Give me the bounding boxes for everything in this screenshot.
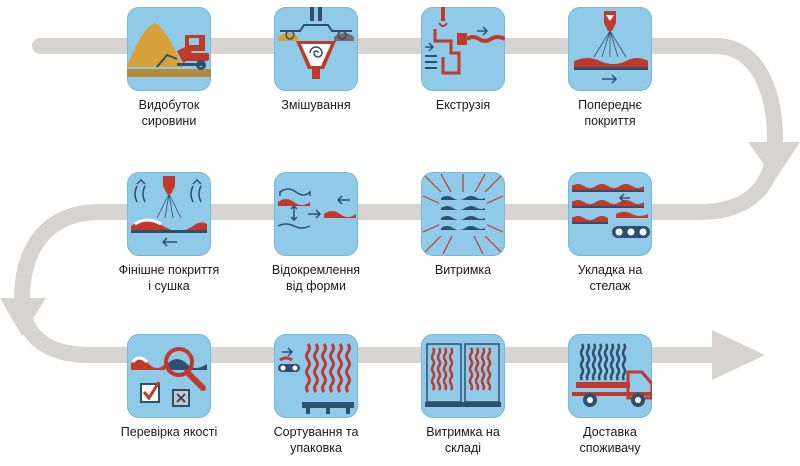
step-tile bbox=[568, 172, 652, 256]
curing-icon bbox=[422, 173, 504, 255]
arrow-head-left-turn bbox=[0, 298, 46, 336]
step-label: Змішування bbox=[281, 98, 351, 112]
sorting-packing-icon bbox=[278, 343, 354, 414]
arrow-head-end bbox=[712, 330, 765, 380]
demolding-icon bbox=[277, 188, 356, 229]
step-label: Витримка bbox=[434, 263, 492, 277]
spray-coating-icon bbox=[574, 11, 648, 84]
step-tile bbox=[274, 172, 358, 256]
step-tile bbox=[127, 7, 211, 91]
warehouse-curing-icon bbox=[425, 343, 501, 407]
step-label: Перевірка якості bbox=[120, 425, 218, 439]
step-tile bbox=[127, 334, 211, 418]
step-tile bbox=[568, 334, 652, 418]
step-tile bbox=[274, 7, 358, 91]
step-tile bbox=[127, 172, 211, 256]
excavator-icon bbox=[127, 23, 211, 77]
step-tile bbox=[421, 7, 505, 91]
step-tile bbox=[568, 7, 652, 91]
extruder-icon bbox=[425, 7, 505, 75]
step-tile bbox=[421, 334, 505, 418]
arrow-head-right-turn bbox=[748, 142, 800, 180]
step-tile bbox=[421, 172, 505, 256]
finish-coating-drying-icon bbox=[131, 176, 207, 247]
delivery-truck-icon bbox=[572, 343, 652, 407]
step-tile bbox=[274, 334, 358, 418]
step-label: Екструзія bbox=[435, 98, 491, 112]
rack-stacking-icon bbox=[572, 184, 650, 238]
mixer-icon bbox=[278, 7, 354, 79]
quality-check-icon bbox=[131, 347, 207, 407]
